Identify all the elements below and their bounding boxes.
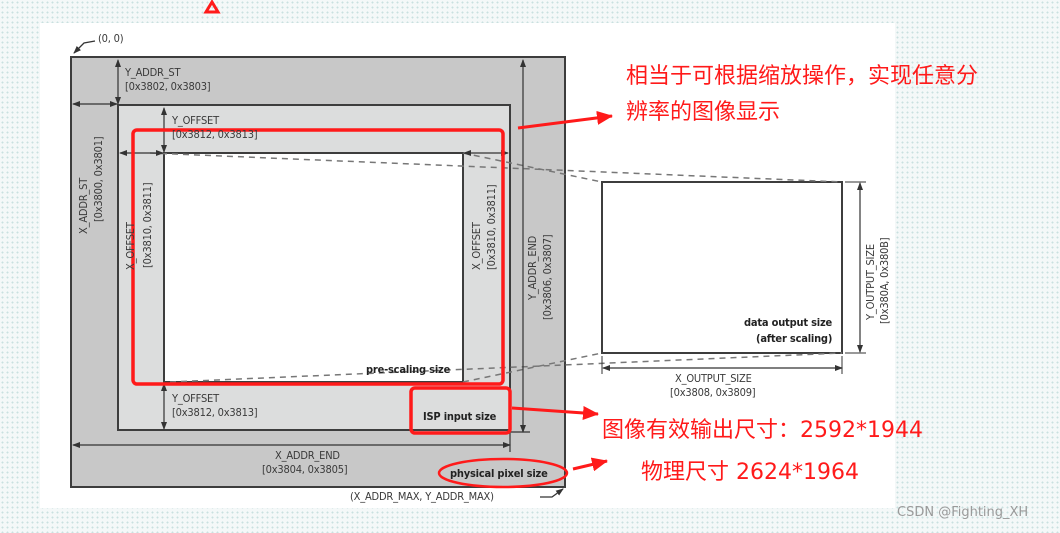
stray-red-mark bbox=[203, 0, 221, 14]
output-size-label-2: (after scaling) bbox=[756, 332, 833, 345]
scaling-note-line1: 相当于可根据缩放操作，实现任意分 bbox=[626, 64, 979, 89]
red-highlight-isp bbox=[409, 386, 512, 435]
isp-input-label: ISP input size bbox=[423, 410, 497, 423]
end-coordinate-label: (X_ADDR_MAX, Y_ADDR_MAX) bbox=[350, 490, 494, 503]
x-output-size-regs: [0x3808, 0x3809] bbox=[670, 386, 756, 399]
x-addr-st-regs: [0x3800, 0x3801] bbox=[92, 136, 105, 222]
y-addr-st-regs: [0x3802, 0x3803] bbox=[125, 80, 211, 93]
origin-label: (0, 0) bbox=[98, 32, 124, 45]
red-arrow-scaling bbox=[517, 110, 613, 130]
x-addr-end-name: X_ADDR_END bbox=[275, 449, 340, 462]
y-output-size-regs: [0x380A, 0x380B] bbox=[878, 237, 891, 324]
x-offset-left-regs: [0x3810, 0x3811] bbox=[141, 182, 154, 268]
scaling-note-line2: 辨率的图像显示 bbox=[626, 100, 781, 125]
y-offset-top-name: Y_OFFSET bbox=[172, 114, 219, 127]
x-offset-left-name: X_OFFSET bbox=[124, 222, 137, 270]
x-offset-right-regs: [0x3810, 0x3811] bbox=[485, 184, 498, 270]
y-addr-end-name: Y_ADDR_END bbox=[526, 235, 539, 300]
x-output-size-name: X_OUTPUT_SIZE bbox=[675, 372, 752, 385]
pre-scaling-box bbox=[163, 152, 464, 383]
physical-size-note: 物理尺寸 2624*1964 bbox=[641, 460, 859, 485]
watermark: CSDN @Fighting_XH bbox=[897, 505, 1029, 520]
effective-output-note: 图像有效输出尺寸：2592*1944 bbox=[602, 418, 923, 443]
x-addr-st-name: X_ADDR_ST bbox=[77, 177, 90, 234]
red-highlight-physical bbox=[437, 457, 569, 489]
x-offset-right-name: X_OFFSET bbox=[470, 222, 483, 270]
y-offset-bottom-name: Y_OFFSET bbox=[172, 392, 219, 405]
red-highlight-prescale bbox=[131, 128, 505, 386]
red-arrow-effective bbox=[511, 405, 599, 420]
red-arrow-physical bbox=[572, 457, 608, 472]
physical-pixel-label: physical pixel size bbox=[450, 467, 548, 480]
pre-scaling-label: pre-scaling size bbox=[366, 363, 451, 376]
output-size-label-1: data output size bbox=[744, 316, 833, 329]
y-offset-bottom-regs: [0x3812, 0x3813] bbox=[172, 406, 258, 419]
x-addr-end-regs: [0x3804, 0x3805] bbox=[262, 463, 348, 476]
output-box bbox=[601, 181, 843, 354]
y-addr-end-regs: [0x3806, 0x3807] bbox=[541, 234, 554, 320]
y-addr-st-name: Y_ADDR_ST bbox=[125, 66, 181, 79]
y-offset-top-regs: [0x3812, 0x3813] bbox=[172, 128, 258, 141]
y-output-size-name: Y_OUTPUT_SIZE bbox=[864, 244, 877, 320]
